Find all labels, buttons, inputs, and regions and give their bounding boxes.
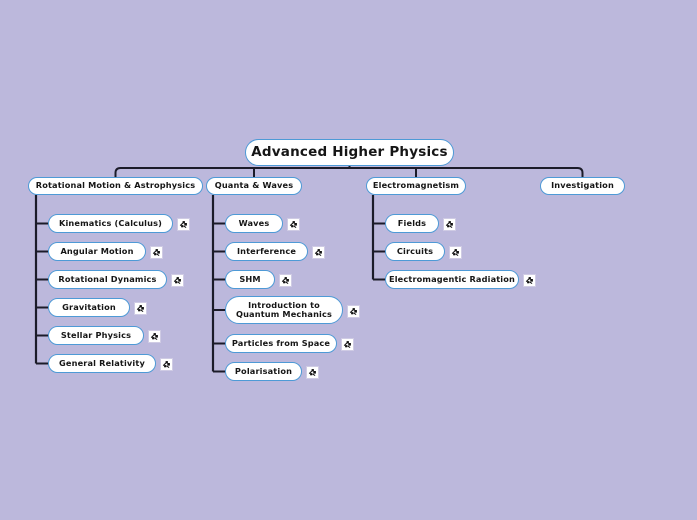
attachment-icon[interactable] [160,358,173,371]
node-label: Interference [236,245,297,256]
node-label: Introduction to Quantum Mechanics [235,299,333,319]
node-label: Rotational Dynamics [58,273,157,284]
attachment-icon[interactable] [279,274,292,287]
node-label: SHM [239,273,261,284]
attachment-icon[interactable] [347,304,360,318]
node-label: Rotational Motion & Astrophysics [35,180,196,191]
leaf-node-rotational-motion-astrophysics-2[interactable]: Rotational Dynamics [48,270,167,289]
node-label: Circuits [396,245,434,256]
node-label: General Relativity [59,357,145,368]
leaf-node-quanta-waves-2[interactable]: SHM [225,270,275,289]
node-label: Kinematics (Calculus) [58,217,163,228]
attachment-icon[interactable] [150,246,163,259]
attachment-icon[interactable] [523,274,536,287]
attachment-icon[interactable] [312,246,325,259]
node-label: Investigation [551,180,614,191]
leaf-node-rotational-motion-astrophysics-4[interactable]: Stellar Physics [48,326,144,345]
node-label: Quanta & Waves [214,180,294,191]
node-label: Gravitation [62,301,116,312]
branch-node-quanta-waves[interactable]: Quanta & Waves [206,177,302,195]
leaf-node-quanta-waves-0[interactable]: Waves [225,214,283,233]
attachment-icon[interactable] [443,218,456,231]
node-label: Angular Motion [60,245,134,256]
node-label: Waves [238,217,270,228]
branch-node-investigation[interactable]: Investigation [540,177,625,195]
leaf-node-rotational-motion-astrophysics-0[interactable]: Kinematics (Calculus) [48,214,173,233]
attachment-icon[interactable] [306,366,319,379]
attachment-icon[interactable] [341,338,354,351]
node-label: Particles from Space [231,337,331,348]
leaf-node-rotational-motion-astrophysics-1[interactable]: Angular Motion [48,242,146,261]
node-label: Electromagnetism [372,180,460,191]
leaf-node-rotational-motion-astrophysics-3[interactable]: Gravitation [48,298,130,317]
attachment-icon[interactable] [287,218,300,231]
leaf-node-rotational-motion-astrophysics-5[interactable]: General Relativity [48,354,156,373]
node-label: Polarisation [234,365,293,376]
branch-node-rotational-motion-astrophysics[interactable]: Rotational Motion & Astrophysics [28,177,203,195]
leaf-node-electromagnetism-0[interactable]: Fields [385,214,439,233]
leaf-node-electromagnetism-1[interactable]: Circuits [385,242,445,261]
leaf-node-electromagnetism-2[interactable]: Electromagentic Radiation [385,270,519,289]
root-node[interactable]: Advanced Higher Physics [245,139,454,166]
leaf-node-quanta-waves-1[interactable]: Interference [225,242,308,261]
attachment-icon[interactable] [177,218,190,231]
node-label: Advanced Higher Physics [251,143,448,160]
attachment-icon[interactable] [134,302,147,315]
attachment-icon[interactable] [449,246,462,259]
node-label: Fields [397,217,427,228]
node-label: Electromagentic Radiation [388,273,516,284]
attachment-icon[interactable] [148,330,161,343]
node-label: Stellar Physics [60,329,132,340]
leaf-node-quanta-waves-5[interactable]: Polarisation [225,362,302,381]
leaf-node-quanta-waves-4[interactable]: Particles from Space [225,334,337,353]
leaf-node-quanta-waves-3[interactable]: Introduction to Quantum Mechanics [225,296,343,324]
branch-node-electromagnetism[interactable]: Electromagnetism [366,177,466,195]
attachment-icon[interactable] [171,274,184,287]
